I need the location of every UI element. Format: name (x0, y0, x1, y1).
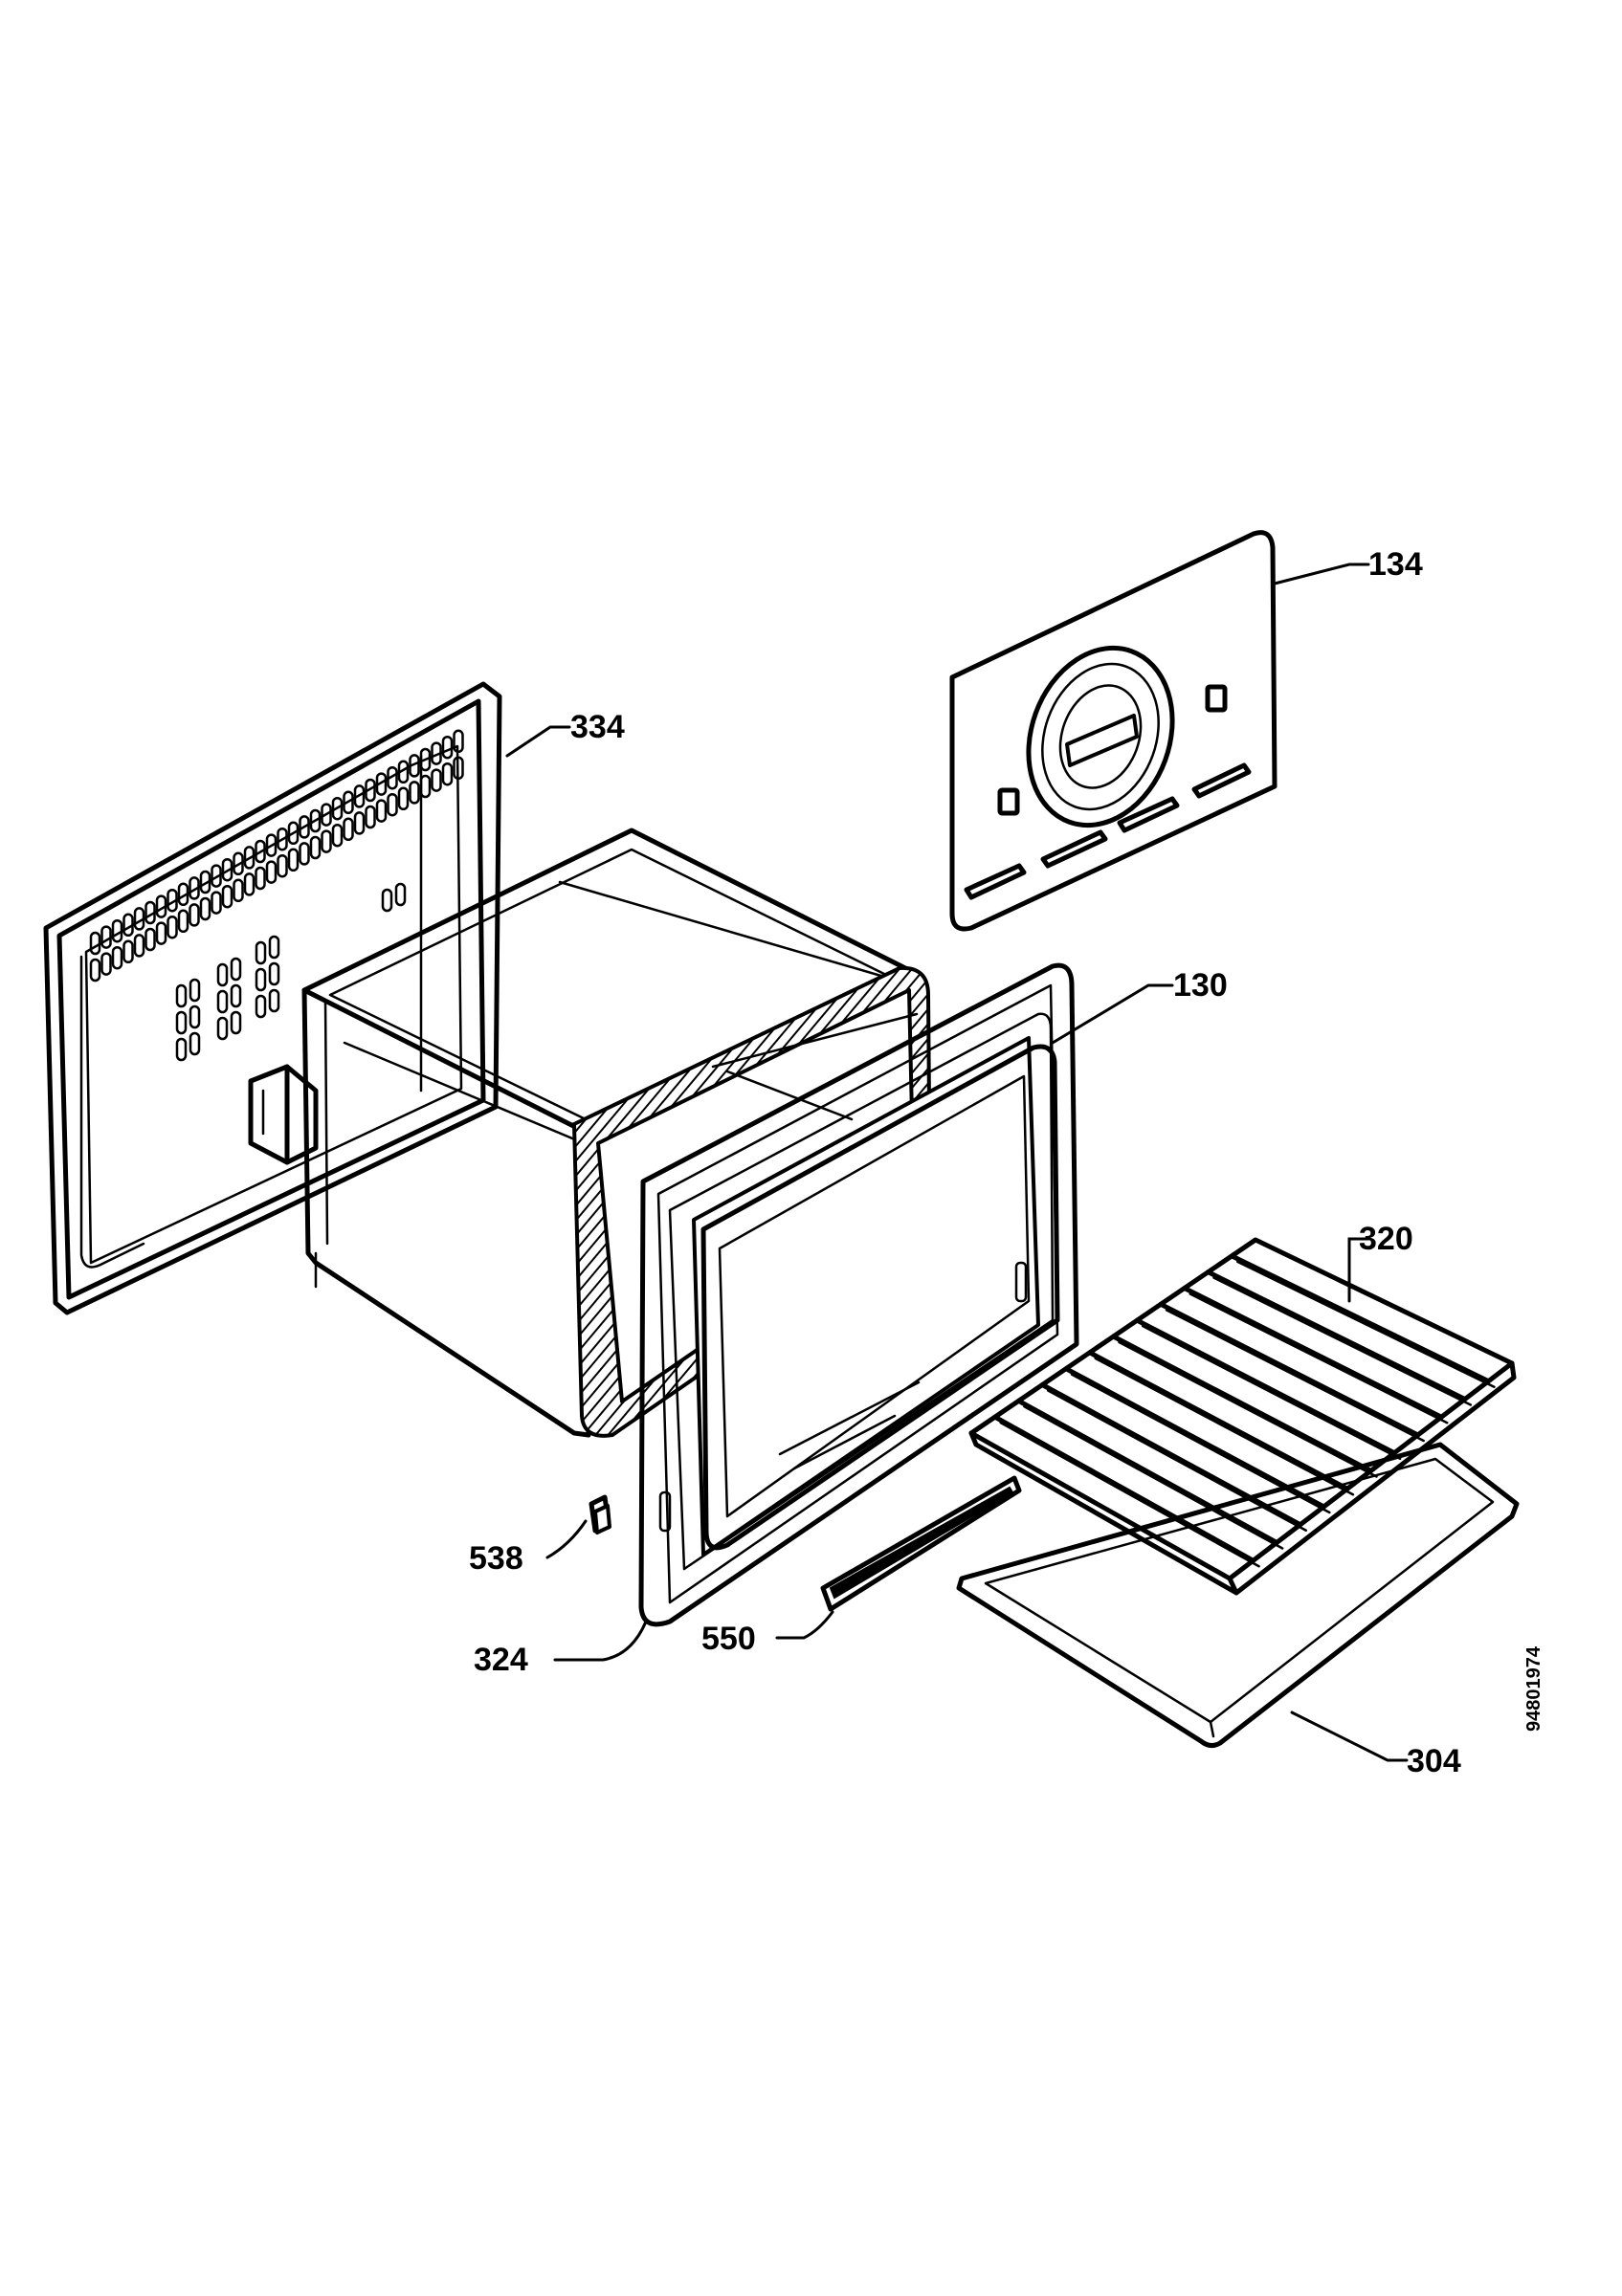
rear-panel-part (43, 681, 502, 1315)
hinge-strip-part (820, 1475, 1022, 1612)
callout-538: 538 (469, 1540, 523, 1577)
callout-304: 304 (1407, 1743, 1461, 1779)
clip-part (589, 1494, 611, 1534)
leader-lines (505, 563, 1409, 1762)
callout-324: 324 (474, 1642, 528, 1678)
side-bracket-part (248, 1064, 319, 1165)
fan-back-plate-part (949, 530, 1278, 932)
callout-334: 334 (570, 709, 625, 745)
callout-130: 130 (1173, 967, 1228, 1004)
wire-shelf-part (968, 1237, 1517, 1596)
baking-tray-part (956, 1442, 1520, 1749)
callout-134: 134 (1368, 546, 1423, 583)
callout-550: 550 (701, 1621, 756, 1657)
door-seal-frame-part (638, 962, 1079, 1627)
document-code: 94801974 (1523, 1646, 1544, 1732)
callout-320: 320 (1359, 1221, 1413, 1257)
